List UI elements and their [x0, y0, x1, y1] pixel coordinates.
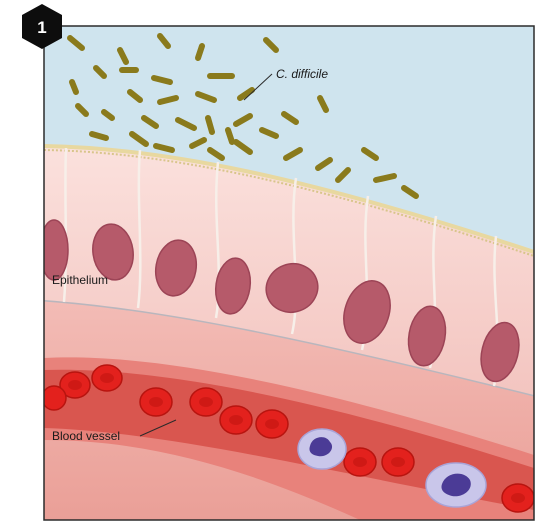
blood-vessel-label: Blood vessel	[52, 429, 120, 443]
step-number: 1	[37, 18, 46, 37]
bacteria-label: C. difficile	[276, 67, 328, 81]
epithelium-label: Epithelium	[52, 273, 108, 287]
illustration-panel: C. difficile Epithelium Blood vessel	[40, 26, 534, 520]
